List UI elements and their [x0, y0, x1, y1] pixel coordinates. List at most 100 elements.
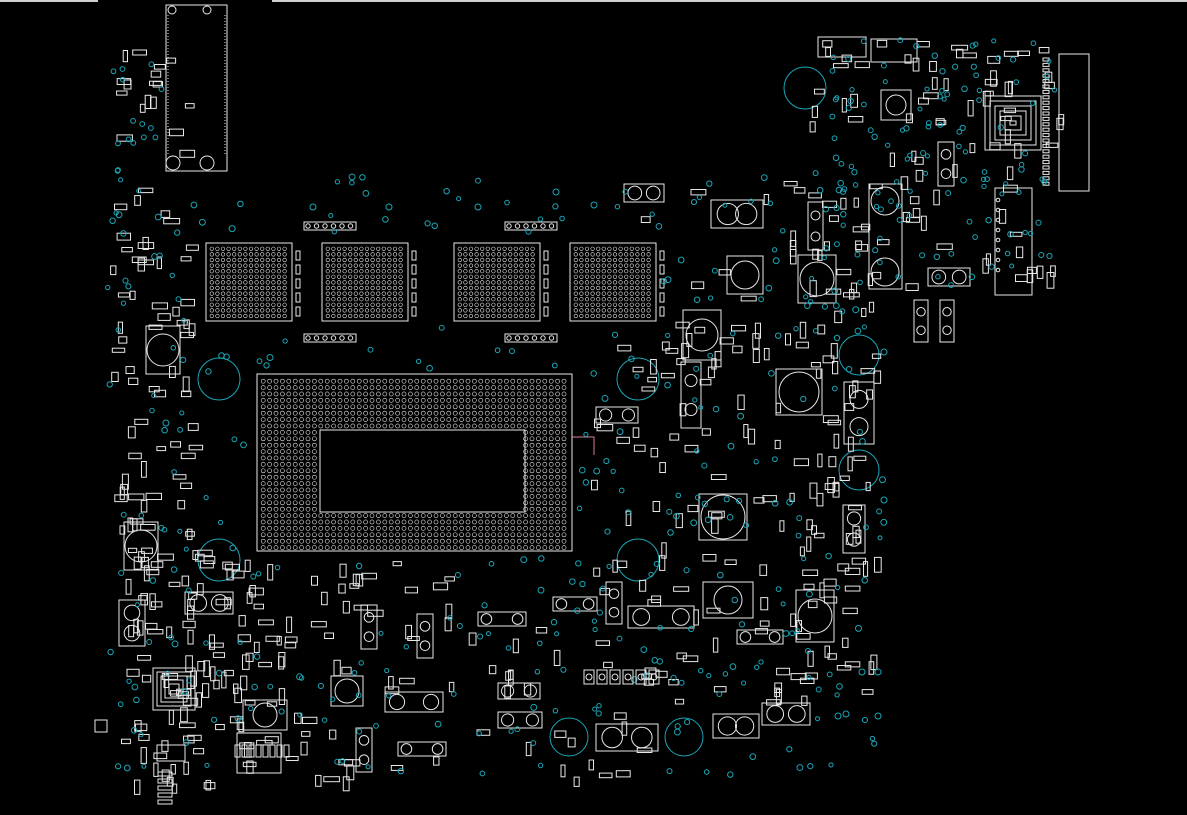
smd-component[interactable] — [352, 573, 360, 587]
smd-component[interactable] — [141, 461, 147, 478]
smd-component[interactable] — [1015, 274, 1028, 283]
smd-component[interactable] — [523, 682, 532, 696]
smd-component[interactable] — [905, 283, 919, 292]
smd-component[interactable] — [633, 444, 646, 452]
smd-component[interactable] — [142, 236, 149, 250]
smd-component[interactable] — [147, 629, 164, 635]
smd-component[interactable] — [929, 61, 937, 72]
smd-component[interactable] — [172, 474, 187, 480]
smd-component[interactable] — [553, 649, 561, 667]
smd-component[interactable] — [823, 578, 837, 587]
smd-component[interactable] — [854, 61, 870, 69]
smd-component[interactable] — [157, 313, 171, 321]
smd-component[interactable] — [869, 183, 883, 190]
smd-component[interactable] — [137, 257, 146, 272]
smd-component[interactable] — [650, 359, 657, 375]
cpu-package[interactable] — [256, 373, 573, 552]
smd-component[interactable] — [118, 336, 128, 344]
ic-component-12[interactable] — [236, 732, 282, 774]
smd-component[interactable] — [711, 512, 723, 520]
smd-component[interactable] — [661, 542, 667, 559]
smd-component[interactable] — [284, 642, 297, 649]
smd-component[interactable] — [828, 456, 837, 468]
smd-component[interactable] — [676, 652, 687, 660]
connector-j3[interactable] — [994, 187, 1033, 296]
smd-component[interactable] — [918, 97, 929, 105]
smd-component[interactable] — [151, 302, 169, 310]
smd-component[interactable] — [134, 720, 142, 732]
smd-component[interactable] — [837, 563, 850, 572]
smd-component[interactable] — [137, 655, 152, 661]
smd-component[interactable] — [329, 729, 337, 740]
smd-component[interactable] — [1003, 107, 1016, 114]
smd-component[interactable] — [1000, 115, 1012, 122]
smd-component[interactable] — [405, 624, 413, 640]
capacitor[interactable] — [295, 278, 301, 289]
smd-component[interactable] — [900, 176, 909, 190]
smd-component[interactable] — [847, 116, 864, 123]
smd-component[interactable] — [833, 63, 849, 69]
smd-component[interactable] — [905, 113, 914, 124]
smd-component[interactable] — [323, 776, 340, 783]
smd-component[interactable] — [535, 627, 548, 634]
smd-component[interactable] — [157, 553, 174, 561]
smd-component[interactable] — [179, 722, 196, 729]
smd-component[interactable] — [714, 351, 722, 368]
smd-array[interactable] — [157, 792, 173, 798]
smd-component[interactable] — [832, 361, 839, 375]
smd-component[interactable] — [830, 343, 838, 359]
smd-component[interactable] — [785, 333, 791, 346]
smd-component[interactable] — [315, 774, 322, 787]
smd-component[interactable] — [116, 90, 128, 96]
smd-component[interactable] — [286, 616, 293, 633]
smd-component[interactable] — [179, 149, 196, 158]
smd-component[interactable] — [806, 519, 813, 531]
smd-component[interactable] — [1044, 81, 1055, 90]
smd-component[interactable] — [180, 482, 193, 490]
smd-component[interactable] — [215, 724, 225, 731]
smd-component[interactable] — [613, 712, 627, 720]
smd-component[interactable] — [982, 91, 991, 107]
smd-component[interactable] — [814, 88, 825, 95]
smd-component[interactable] — [687, 504, 699, 513]
smd-component[interactable] — [588, 759, 594, 771]
test-point[interactable] — [94, 719, 108, 733]
smd-component[interactable] — [809, 482, 818, 499]
smd-component[interactable] — [931, 77, 938, 90]
smd-component[interactable] — [852, 226, 870, 233]
smd-component[interactable] — [956, 48, 964, 59]
smd-component[interactable] — [789, 240, 797, 257]
smd-component[interactable] — [222, 561, 233, 570]
smd-component[interactable] — [984, 78, 998, 86]
smd-component[interactable] — [197, 661, 206, 672]
smd-component[interactable] — [681, 343, 690, 359]
smd-component[interactable] — [985, 253, 992, 266]
smd-component[interactable] — [802, 569, 819, 576]
smd-component[interactable] — [713, 686, 727, 693]
connector-strip[interactable] — [303, 333, 357, 343]
smd-component[interactable] — [244, 700, 256, 706]
smd-component[interactable] — [339, 563, 347, 578]
smd-component[interactable] — [134, 195, 141, 206]
smd-component[interactable] — [342, 776, 350, 792]
smd-component[interactable] — [659, 462, 666, 474]
smd-component[interactable] — [989, 142, 1001, 151]
smd-component[interactable] — [822, 200, 838, 208]
smd-component[interactable] — [760, 597, 769, 611]
smd-component[interactable] — [504, 685, 511, 699]
smd-component[interactable] — [621, 721, 628, 736]
smd-component[interactable] — [804, 672, 818, 680]
smd-component[interactable] — [266, 701, 278, 707]
smd-array[interactable] — [157, 771, 173, 777]
smd-component[interactable] — [825, 47, 832, 57]
smd-array[interactable] — [635, 669, 647, 685]
smd-component[interactable] — [338, 759, 354, 766]
smd-component[interactable] — [699, 378, 712, 386]
smd-component[interactable] — [636, 747, 653, 753]
smd-component[interactable] — [116, 232, 131, 241]
smd-array[interactable] — [622, 669, 634, 685]
tall-component[interactable] — [937, 141, 955, 187]
smd-component[interactable] — [665, 348, 679, 354]
smd-component[interactable] — [180, 256, 192, 262]
smd-component[interactable] — [150, 70, 162, 78]
